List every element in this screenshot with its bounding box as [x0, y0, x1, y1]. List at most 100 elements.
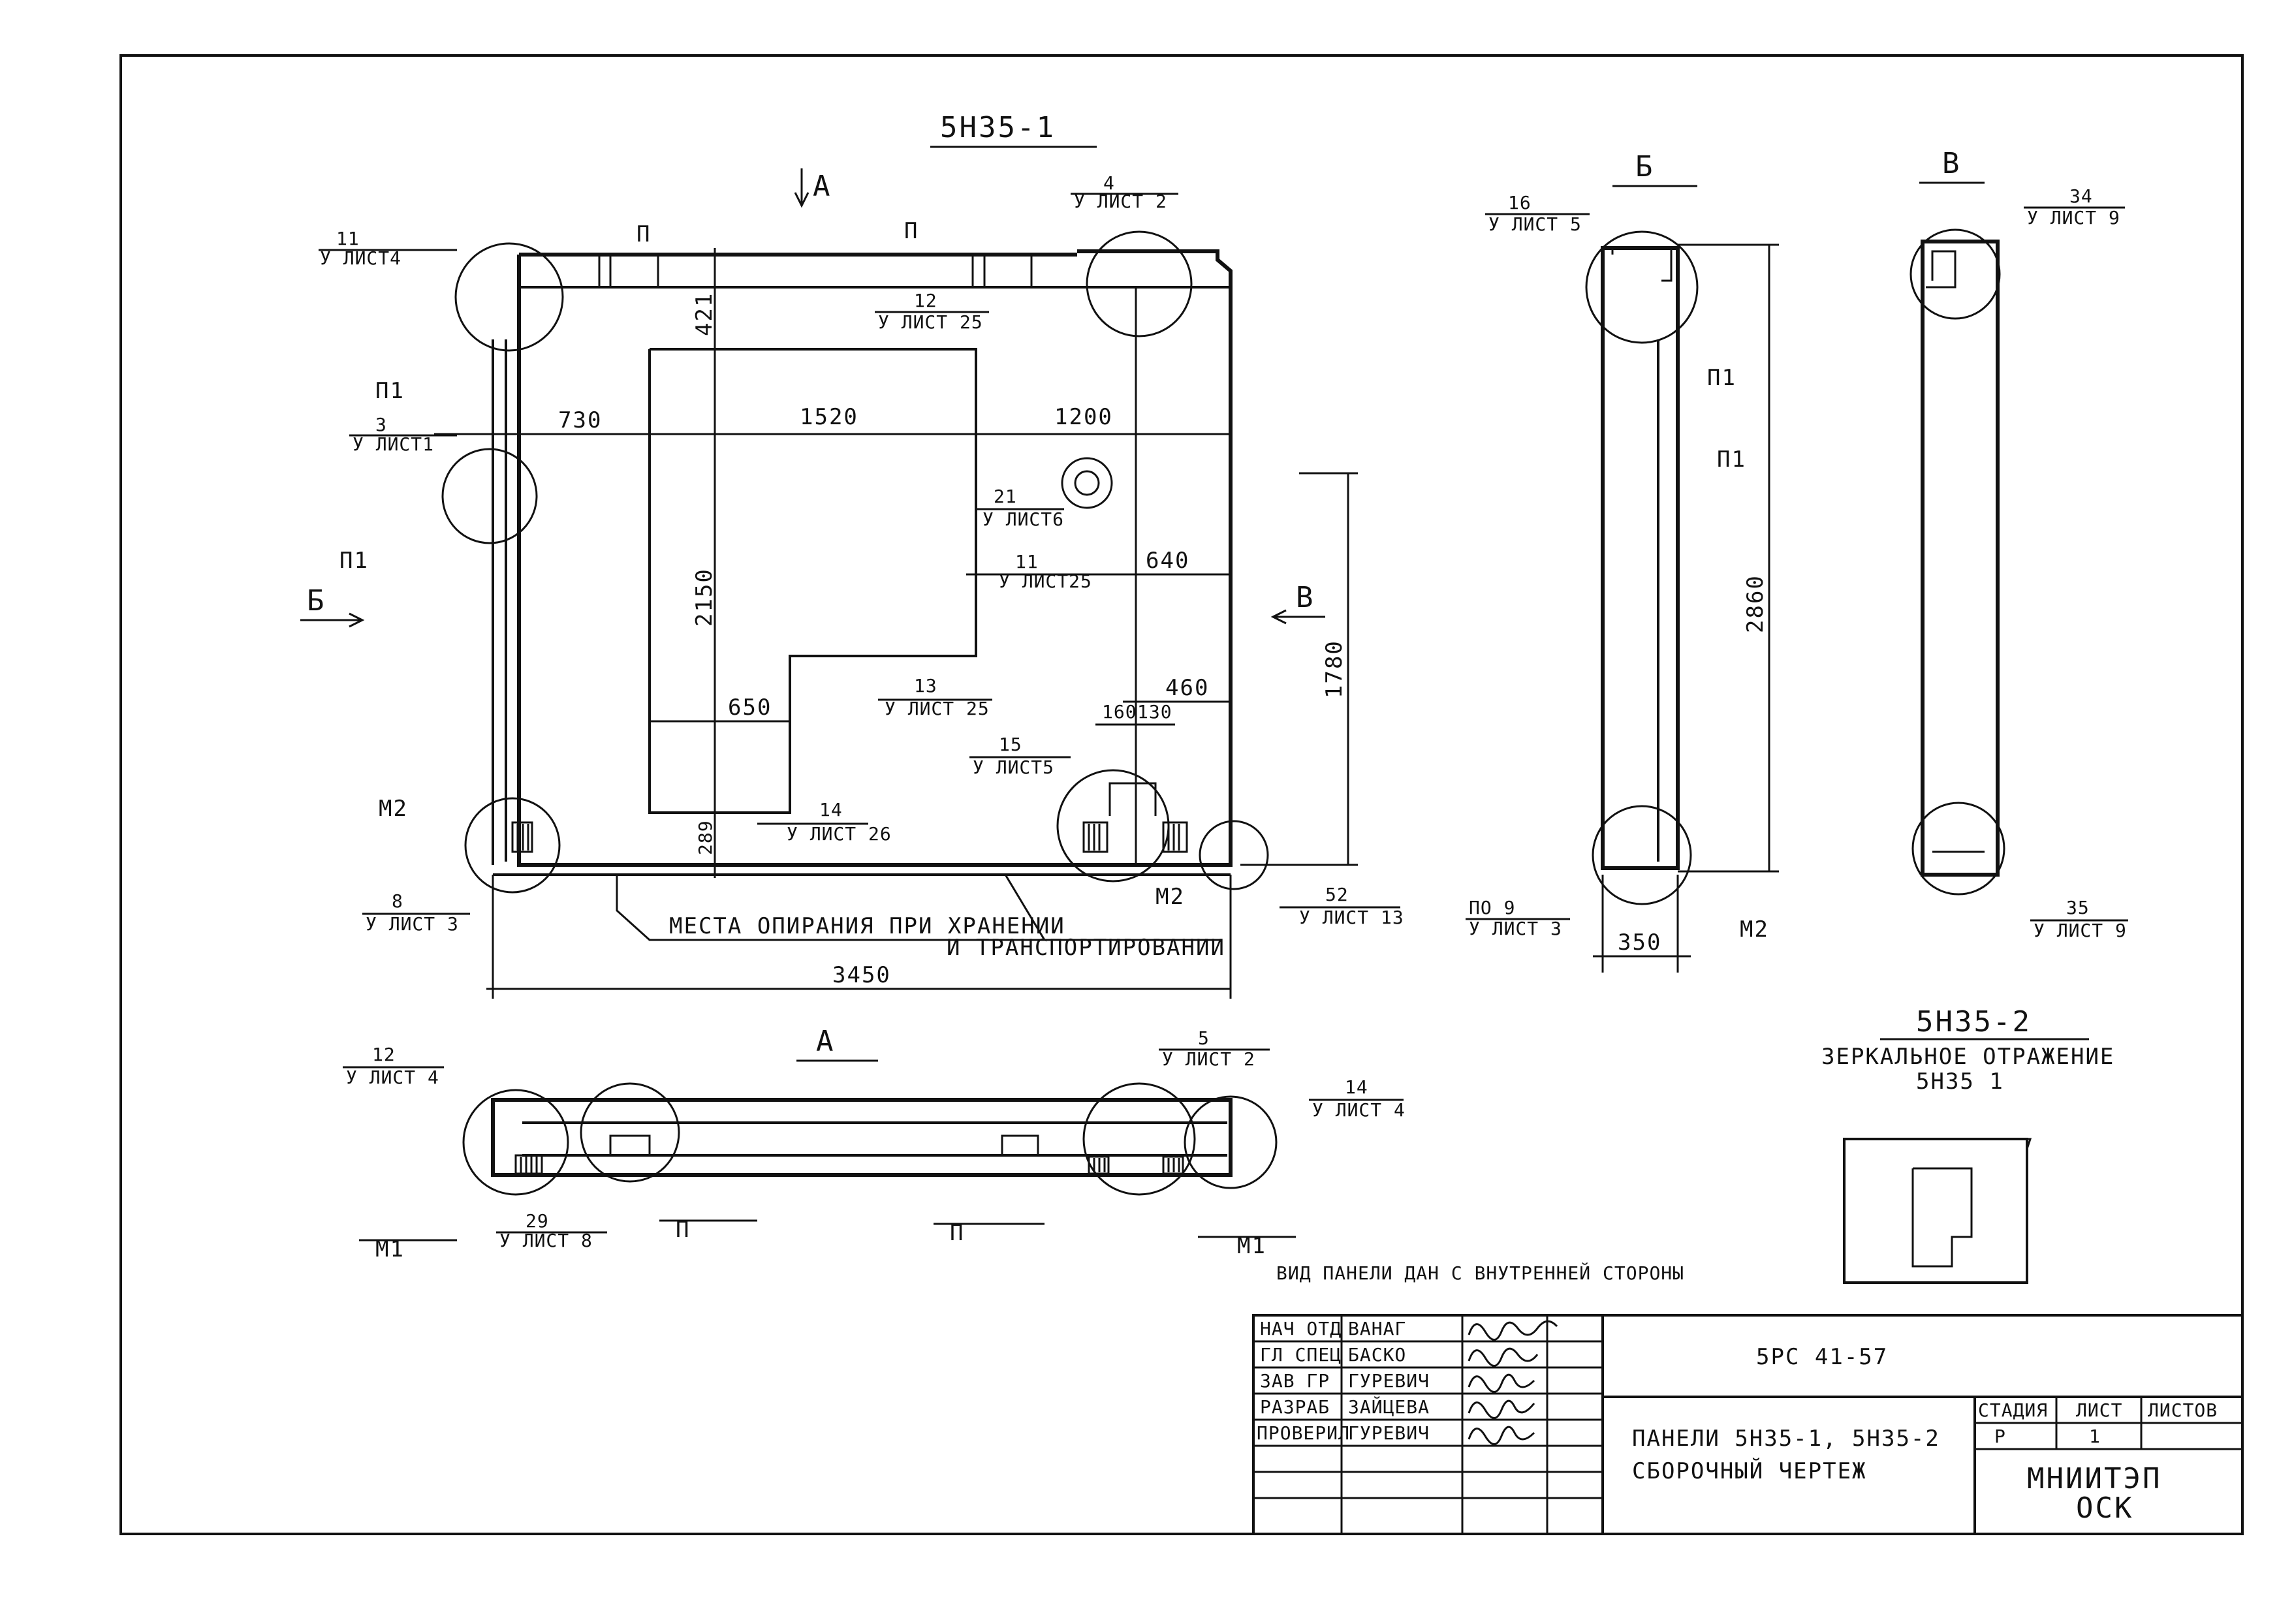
tb-sheets-label: ЛИСТОВ	[2148, 1399, 2218, 1421]
dim-1520: 1520	[800, 404, 858, 430]
mark-m2-right: М2	[1155, 884, 1185, 910]
mark-p1-upper: П1	[375, 378, 405, 404]
mark-p-section-a-right: П	[950, 1220, 964, 1246]
callout-29-num: 29	[526, 1210, 549, 1232]
callout-16-sheet: У ЛИСТ 5	[1488, 213, 1582, 235]
dim-460: 460	[1165, 675, 1209, 701]
dim-650: 650	[728, 695, 772, 721]
mirror-note-line2: 5Н35 1	[1916, 1069, 2004, 1095]
mark-m2-left: М2	[379, 796, 408, 822]
callout-5-num: 5	[1198, 1027, 1210, 1049]
callout-13-sheet: У ЛИСТ 25	[885, 698, 990, 719]
tb-role-5: ПРОВЕРИЛ	[1257, 1422, 1350, 1444]
mark-p-top-left: П	[636, 221, 651, 247]
callout-35-sheet: У ЛИСТ 9	[2034, 920, 2127, 941]
dim-421: 421	[691, 292, 717, 336]
signature-5	[1468, 1426, 1535, 1445]
callout-8-num: 8	[392, 890, 403, 912]
callout-11-num: 11	[336, 228, 360, 249]
tb-role-3: ЗАВ ГР	[1260, 1370, 1330, 1392]
callout-12b-sheet: У ЛИСТ 4	[346, 1067, 439, 1088]
tb-name-5: ГУРЕВИЧ	[1348, 1422, 1430, 1444]
callout-16-num: 16	[1508, 192, 1532, 213]
mirror-title: 5Н35-2	[1916, 1005, 2032, 1038]
dim-2860: 2860	[1742, 574, 1768, 633]
dim-2150: 2150	[691, 568, 717, 627]
callout-11b-sheet: У ЛИСТ25	[999, 570, 1092, 592]
tb-name-3: ГУРЕВИЧ	[1348, 1370, 1430, 1392]
callout-21-sheet: У ЛИСТ6	[982, 508, 1064, 530]
dim-289: 289	[695, 820, 716, 855]
tb-org-2: ОСК	[2076, 1491, 2133, 1525]
mark-p-section-a-left: П	[676, 1217, 690, 1243]
callout-9-sheet: У ЛИСТ 3	[1469, 918, 1562, 939]
signature-1	[1468, 1320, 1558, 1341]
callout-14b-num: 14	[1345, 1076, 1368, 1098]
signature-2	[1468, 1347, 1539, 1367]
main-title: 5Н35-1	[940, 111, 1056, 144]
mark-p1-section-b: П1	[1707, 365, 1736, 391]
callout-52-num: 52	[1325, 884, 1349, 905]
callout-12a-num: 12	[914, 290, 937, 311]
mark-m2-section-b: М2	[1740, 916, 1769, 943]
callout-14a-sheet: У ЛИСТ 26	[787, 823, 892, 845]
callout-14b-sheet: У ЛИСТ 4	[1312, 1099, 1406, 1121]
tb-role-2: ГЛ СПЕЦ	[1260, 1344, 1342, 1366]
tb-sheet-value: 1	[2089, 1426, 2101, 1447]
callout-13-num: 13	[914, 675, 937, 696]
tb-sheet-label: ЛИСТ	[2076, 1399, 2122, 1421]
view-a-arrow-label: А	[813, 170, 832, 203]
tb-org-1: МНИИТЭП	[2027, 1462, 2161, 1495]
tb-drawing-name-1: ПАНЕЛИ 5Н35-1, 5Н35-2	[1632, 1426, 1940, 1452]
dim-1780: 1780	[1321, 640, 1347, 698]
callout-34-sheet: У ЛИСТ 9	[2027, 207, 2120, 228]
tb-name-1: ВАНАГ	[1348, 1318, 1406, 1339]
callout-15-sheet: У ЛИСТ5	[973, 757, 1054, 778]
callout-5-sheet: У ЛИСТ 2	[1162, 1048, 1255, 1070]
dim-640: 640	[1146, 548, 1189, 574]
section-a-view: А 12 У ЛИСТ 4 5 У ЛИСТ 2 14 У ЛИСТ 4 29	[343, 1025, 1406, 1262]
tb-doc-code: 5РС 41-57	[1756, 1344, 1888, 1370]
section-v-view: В 34 У ЛИСТ 9 35 У ЛИСТ 9	[1909, 147, 2128, 941]
mark-p-top-right: П	[904, 218, 919, 244]
dim-730: 730	[558, 407, 602, 433]
sheet-frame	[119, 54, 2244, 1535]
section-b-view: Б 2860 350 16 У ЛИСТ 5 П1 П1 ПО 9 У ЛИСТ…	[1466, 150, 1779, 973]
callout-3-sheet: У ЛИСТ1	[353, 433, 434, 455]
callout-14a-num: 14	[819, 799, 843, 820]
callout-12a-sheet: У ЛИСТ 25	[878, 311, 983, 333]
mark-p1-lower: П1	[339, 548, 369, 574]
title-block: НАЧ ОТД ВАНАГ ГЛ СПЕЦ БАСКО ЗАВ ГР ГУРЕВ…	[1252, 1314, 2244, 1535]
callout-8-sheet: У ЛИСТ 3	[366, 913, 459, 935]
main-view: 5Н35-1 А 730 1520 1200 421 2150 289	[300, 111, 1404, 999]
callout-15-num: 15	[999, 734, 1022, 755]
callout-34-num: 34	[2069, 185, 2093, 207]
tb-role-4: РАЗРАБ	[1260, 1396, 1330, 1418]
callout-3-num: 3	[375, 414, 387, 435]
section-b-arrow-label: Б	[307, 584, 326, 617]
support-note-line1: МЕСТА ОПИРАНИЯ ПРИ ХРАНЕНИИ	[669, 913, 1065, 939]
section-v-arrow-label: В	[1296, 581, 1315, 614]
callout-52-sheet: У ЛИСТ 13	[1299, 907, 1404, 928]
tb-role-1: НАЧ ОТД	[1260, 1318, 1342, 1339]
mark-p-section-b: П1	[1717, 446, 1746, 473]
dim-3450: 3450	[832, 962, 891, 988]
support-note-line2: И ТРАНСПОРТИРОВАНИИ	[947, 935, 1225, 961]
callout-11b-num: 11	[1015, 551, 1039, 572]
callout-35-num: 35	[2066, 897, 2090, 918]
dim-130: 130	[1137, 701, 1172, 723]
mirror-note-line1: ЗЕРКАЛЬНОЕ ОТРАЖЕНИЕ	[1821, 1044, 2114, 1070]
tb-name-2: БАСКО	[1348, 1344, 1406, 1366]
dim-1200: 1200	[1054, 404, 1113, 430]
tb-name-4: ЗАЙЦЕВА	[1348, 1396, 1430, 1418]
section-b-title: Б	[1635, 150, 1655, 183]
callout-4-num: 4	[1103, 172, 1115, 194]
tb-stage-label: СТАДИЯ	[1978, 1399, 2048, 1421]
signature-4	[1468, 1399, 1535, 1419]
section-a-title: А	[816, 1025, 836, 1058]
dim-350: 350	[1618, 929, 1661, 956]
section-v-title: В	[1942, 147, 1962, 180]
callout-21-num: 21	[994, 486, 1017, 507]
signature-3	[1468, 1373, 1535, 1393]
